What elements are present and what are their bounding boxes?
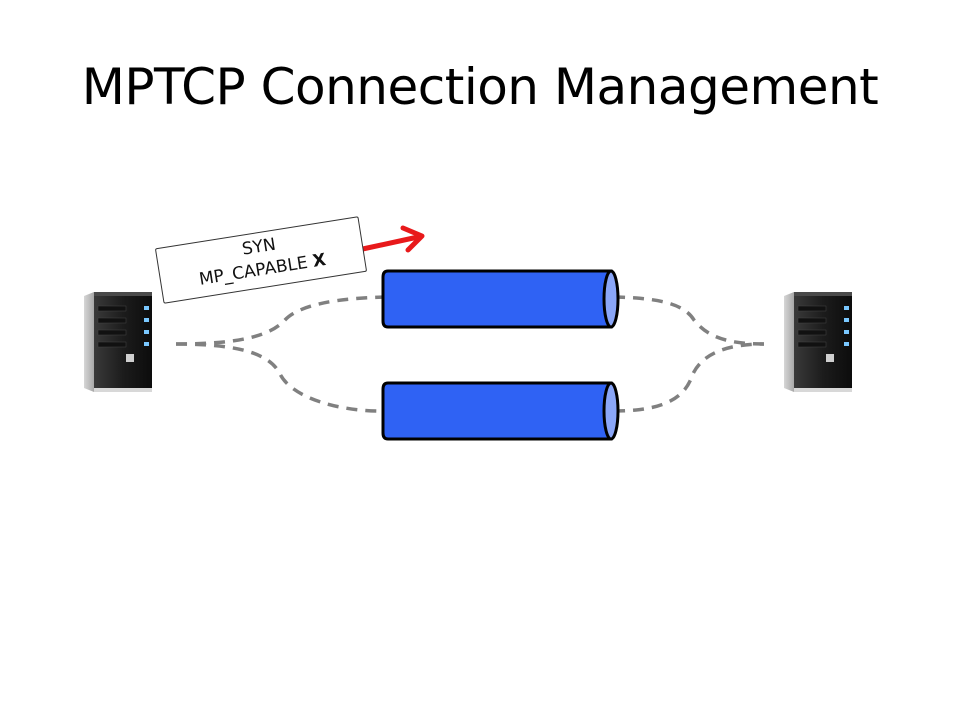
server-tower-icon — [84, 292, 152, 392]
path-lower-left — [175, 342, 387, 413]
dashed-paths — [175, 295, 765, 413]
subflow-tube-upper — [381, 269, 620, 329]
server-tower-icon — [784, 292, 852, 392]
subflow-tube-lower — [381, 381, 620, 441]
path-upper-right — [613, 295, 765, 346]
packet-option-flag: X — [311, 249, 328, 272]
path-lower-right — [613, 342, 765, 413]
arrow-right-icon — [355, 225, 425, 253]
slide-title: MPTCP Connection Management — [81, 58, 879, 116]
path-upper-left — [175, 295, 387, 346]
